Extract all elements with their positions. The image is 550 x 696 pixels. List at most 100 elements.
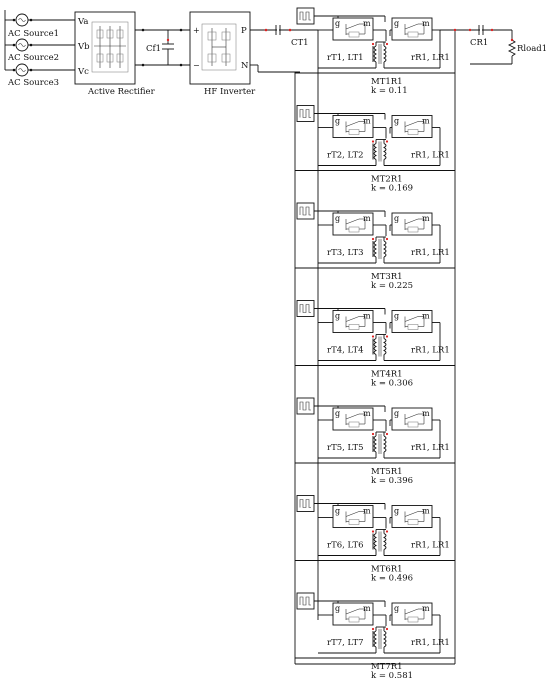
- active-rectifier[interactable]: Va Vb Vc Active Rectifier: [74, 11, 156, 97]
- receiver-coil-label: rR1, LR1: [411, 443, 450, 453]
- switch-collector-label: m: [422, 214, 430, 223]
- switch-gate-label: g: [335, 604, 340, 613]
- switch-gate-label: g: [394, 19, 399, 28]
- rectifier-port-vc: Vc: [77, 67, 89, 77]
- switch-collector-label: m: [363, 214, 371, 223]
- switch-collector-label: m: [422, 604, 430, 613]
- primary-coil-label: rT5, LT5: [327, 443, 364, 453]
- primary-coil-label: rT1, LT1: [327, 53, 364, 63]
- hf-inverter[interactable]: + − P N HF Inverter: [189, 11, 256, 97]
- switch-gate-label: g: [335, 19, 340, 28]
- switch-collector-label: m: [363, 117, 371, 126]
- rectifier-label: Active Rectifier: [87, 87, 156, 97]
- primary-coil-label: rT6, LT6: [327, 541, 364, 551]
- ac-source-2-label: AC Source2: [7, 53, 59, 63]
- primary-coil-label: rT4, LT4: [327, 346, 364, 356]
- pulse-generator-2[interactable]: [296, 105, 315, 122]
- transformer-name: MT3R1: [371, 272, 403, 282]
- switch-gate-label: g: [335, 507, 340, 516]
- receiver-coil-label: rR1, LR1: [411, 541, 450, 551]
- transformer-name: MT4R1: [371, 370, 403, 380]
- coupled-coils-6[interactable]: [318, 528, 441, 556]
- receiver-coil-label: rR1, LR1: [411, 53, 450, 63]
- ac-source-2[interactable]: AC Source2: [4, 20, 75, 63]
- ac-source-3[interactable]: AC Source3: [4, 45, 75, 88]
- inverter-terminal-minus: −: [193, 61, 200, 70]
- dc-capacitor-label: Cf1: [146, 44, 161, 54]
- pulse-generator-4[interactable]: [296, 300, 315, 317]
- inverter-port-p: P: [241, 26, 247, 36]
- pulse-generator-5[interactable]: [296, 397, 315, 415]
- transformer-name: MT7R1: [371, 662, 403, 672]
- switch-gate-label: g: [394, 214, 399, 223]
- primary-coil-label: rT2, LT2: [327, 151, 364, 161]
- switch-collector-label: m: [363, 604, 371, 613]
- switch-gate-label: g: [335, 214, 340, 223]
- primary-coil-label: rT3, LT3: [327, 248, 364, 258]
- dc-bus: [135, 28, 190, 67]
- switch-gate-label: g: [335, 117, 340, 126]
- pulse-generator-7[interactable]: [296, 592, 315, 610]
- coupled-coils-7[interactable]: [318, 626, 441, 654]
- switch-collector-label: m: [422, 117, 430, 126]
- receiver-coil-label: rR1, LR1: [411, 638, 450, 648]
- inverter-bridge-icon: [201, 23, 237, 71]
- coupled-coils-2[interactable]: [318, 138, 441, 166]
- coupling-coefficient: k = 0.496: [371, 574, 413, 584]
- pulse-generator-3[interactable]: [296, 202, 315, 220]
- coupled-coils-5[interactable]: [318, 431, 441, 459]
- inverter-port-n: N: [241, 61, 249, 71]
- primary-coil-label: rT7, LT7: [327, 638, 364, 648]
- rectifier-port-vb: Vb: [77, 42, 90, 52]
- switch-gate-label: g: [335, 409, 340, 418]
- rectifier-bridge-icon: [91, 21, 129, 73]
- dc-capacitor-cf1[interactable]: Cf1: [146, 30, 174, 65]
- transformer-name: MT1R1: [371, 77, 403, 87]
- coupling-coefficient: k = 0.581: [371, 671, 413, 681]
- bus-lines: CR1 Rload1: [294, 25, 547, 665]
- coupled-coils-4[interactable]: [318, 333, 441, 361]
- switch-collector-label: m: [363, 312, 371, 321]
- pulse-generator-1[interactable]: [296, 7, 315, 25]
- load-resistor[interactable]: [470, 30, 517, 65]
- switch-gate-label: g: [394, 312, 399, 321]
- switch-gate-label: g: [394, 604, 399, 613]
- ac-source-1[interactable]: AC Source1: [4, 10, 75, 39]
- rectifier-port-va: Va: [77, 17, 88, 27]
- receiver-coil-label: rR1, LR1: [411, 248, 450, 258]
- coupled-coils-1[interactable]: [318, 41, 441, 69]
- switch-gate-label: g: [394, 117, 399, 126]
- primary-feed: CT1: [250, 25, 318, 73]
- pulse-generator-6[interactable]: [296, 495, 315, 512]
- inverter-terminal-plus: +: [193, 26, 200, 35]
- coupled-coils-3[interactable]: [318, 236, 441, 264]
- switch-gate-label: g: [394, 409, 399, 418]
- coupling-coefficient: k = 0.169: [371, 184, 413, 194]
- switch-collector-label: m: [363, 507, 371, 516]
- coupling-coefficient: k = 0.306: [371, 379, 413, 389]
- primary-capacitor-ct1[interactable]: [275, 25, 281, 35]
- coupling-coefficient: k = 0.225: [371, 281, 413, 291]
- primary-capacitor-label: CT1: [291, 38, 309, 48]
- coupling-coefficient: k = 0.11: [371, 86, 408, 96]
- receiver-capacitor-cr1[interactable]: [478, 25, 484, 35]
